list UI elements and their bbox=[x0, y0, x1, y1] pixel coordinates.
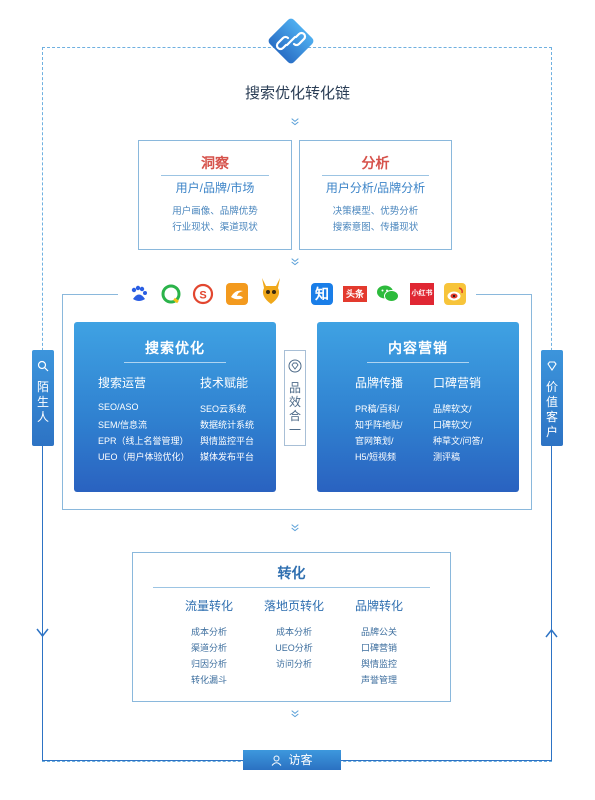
valuable-customer-tab: 价 值 客 户 bbox=[541, 350, 563, 446]
list-item: SEO/ASO bbox=[98, 402, 139, 412]
conversion-box: 转化 流量转化 成本分析 渠道分析 归因分析 转化漏斗 落地页转化 成本分析 U… bbox=[132, 552, 451, 702]
list-item: 口碑软文/ bbox=[433, 420, 472, 430]
analysis-line: 搜索意图、传播现状 bbox=[332, 222, 419, 233]
divider bbox=[153, 587, 430, 588]
list-item: UEO（用户体验优化） bbox=[98, 452, 190, 462]
baidu-icon bbox=[128, 283, 150, 305]
chevron-down-icon bbox=[291, 118, 299, 126]
mascot-icon bbox=[258, 276, 284, 306]
diamond-icon bbox=[547, 361, 557, 371]
search-optimization-card: 搜索优化 搜索运营 SEO/ASO SEM/信息流 EPR（线上名誉管理） UE… bbox=[74, 322, 276, 492]
divider bbox=[367, 362, 469, 363]
insight-title: 洞察 bbox=[201, 155, 229, 171]
search-icon bbox=[37, 360, 49, 372]
list-item: UEO分析 bbox=[275, 643, 313, 653]
insight-line: 用户画像、品牌优势 bbox=[172, 206, 258, 217]
column-heading: 搜索运营 bbox=[98, 376, 147, 390]
list-item: 知乎阵地贴/ bbox=[355, 420, 403, 430]
conversion-title: 转化 bbox=[277, 565, 306, 581]
chain-link-icon bbox=[268, 18, 314, 64]
tab-char: 客 bbox=[545, 410, 558, 424]
arrow-down-icon bbox=[36, 628, 49, 638]
tab-char: 陌 bbox=[36, 380, 49, 394]
analysis-box: 分析 用户分析/品牌分析 决策模型、优势分析 搜索意图、传播现状 bbox=[299, 140, 452, 250]
list-item: SEO云系统 bbox=[200, 404, 247, 414]
column-heading: 品牌传播 bbox=[355, 376, 404, 390]
divider bbox=[322, 175, 429, 176]
column-heading: 口碑营销 bbox=[433, 376, 482, 390]
list-item: 访问分析 bbox=[275, 659, 312, 669]
list-item: 品牌软文/ bbox=[433, 404, 472, 414]
visitor-tab: 访客 bbox=[243, 750, 341, 770]
tag-char: 效 bbox=[288, 395, 301, 409]
insight-subtitle: 用户/品牌/市场 bbox=[175, 181, 255, 195]
analysis-line: 决策模型、优势分析 bbox=[332, 206, 419, 217]
flow-line-bottom-right bbox=[341, 760, 552, 761]
list-item: 归因分析 bbox=[190, 659, 227, 669]
tab-char: 人 bbox=[36, 410, 49, 424]
list-item: H5/短视频 bbox=[355, 452, 397, 462]
insight-box: 洞察 用户/品牌/市场 用户画像、品牌优势 行业现状、渠道现状 bbox=[138, 140, 292, 250]
list-item: 品牌公关 bbox=[360, 627, 397, 637]
list-item: PR稿/百科/ bbox=[355, 404, 400, 414]
chevron-down-icon bbox=[291, 258, 299, 266]
360-icon bbox=[160, 283, 182, 305]
list-item: 种草文/问答/ bbox=[433, 436, 484, 446]
diamond-icon bbox=[288, 359, 302, 373]
svg-text:S: S bbox=[199, 290, 206, 302]
divider bbox=[161, 175, 269, 176]
insight-line: 行业现状、渠道现状 bbox=[172, 222, 258, 233]
tab-char: 户 bbox=[545, 425, 558, 439]
column-heading: 落地页转化 bbox=[263, 599, 324, 613]
column-heading: 技术赋能 bbox=[200, 376, 249, 390]
content-marketing-card: 内容营销 品牌传播 PR稿/百科/ 知乎阵地贴/ 官网策划/ H5/短视频 口碑… bbox=[317, 322, 519, 492]
analysis-subtitle: 用户分析/品牌分析 bbox=[325, 181, 426, 195]
page-title: 搜索优化转化链 bbox=[244, 85, 350, 102]
zhihu-icon: 知 bbox=[311, 283, 333, 305]
tab-char: 价 bbox=[545, 380, 558, 394]
brand-effect-tag: 品 效 合 一 bbox=[284, 350, 306, 446]
chevron-down-icon bbox=[291, 524, 299, 532]
tag-char: 一 bbox=[288, 423, 301, 437]
divider bbox=[124, 362, 226, 363]
stranger-tab: 陌 生 人 bbox=[32, 350, 54, 446]
list-item: 成本分析 bbox=[190, 627, 227, 637]
list-item: 声誉管理 bbox=[360, 675, 397, 685]
toutiao-icon: 头条 bbox=[343, 286, 367, 302]
list-item: 成本分析 bbox=[275, 627, 312, 637]
list-item: 转化漏斗 bbox=[190, 675, 227, 685]
user-icon bbox=[272, 755, 282, 766]
uc-icon bbox=[226, 283, 248, 305]
card-title: 内容营销 bbox=[388, 340, 448, 356]
list-item: 舆情监控 bbox=[360, 659, 397, 669]
flow-line-bottom-left bbox=[42, 760, 243, 761]
tag-char: 合 bbox=[288, 409, 301, 423]
list-item: 口碑营销 bbox=[360, 643, 397, 653]
visitor-label: 访客 bbox=[288, 753, 313, 767]
arrow-up-icon bbox=[545, 628, 558, 638]
wechat-icon bbox=[376, 283, 399, 305]
list-item: 舆情监控平台 bbox=[200, 436, 255, 446]
xiaohongshu-icon: 小红书 bbox=[410, 283, 434, 305]
sogou-icon: S bbox=[192, 283, 214, 305]
tag-char: 品 bbox=[288, 381, 301, 395]
list-item: 媒体发布平台 bbox=[200, 452, 255, 462]
chevron-down-icon bbox=[291, 710, 299, 718]
list-item: 测评稿 bbox=[433, 452, 461, 462]
tab-char: 生 bbox=[36, 395, 49, 409]
weibo-icon bbox=[444, 283, 466, 305]
column-heading: 流量转化 bbox=[184, 599, 233, 613]
list-item: 数据统计系统 bbox=[200, 420, 255, 430]
card-title: 搜索优化 bbox=[145, 340, 205, 356]
list-item: 官网策划/ bbox=[355, 436, 394, 446]
column-heading: 品牌转化 bbox=[354, 599, 403, 613]
analysis-title: 分析 bbox=[361, 155, 390, 171]
list-item: EPR（线上名誉管理） bbox=[98, 436, 189, 446]
flow-line-right bbox=[551, 510, 552, 760]
tab-char: 值 bbox=[545, 395, 558, 409]
list-item: SEM/信息流 bbox=[98, 420, 148, 430]
list-item: 渠道分析 bbox=[190, 643, 227, 653]
